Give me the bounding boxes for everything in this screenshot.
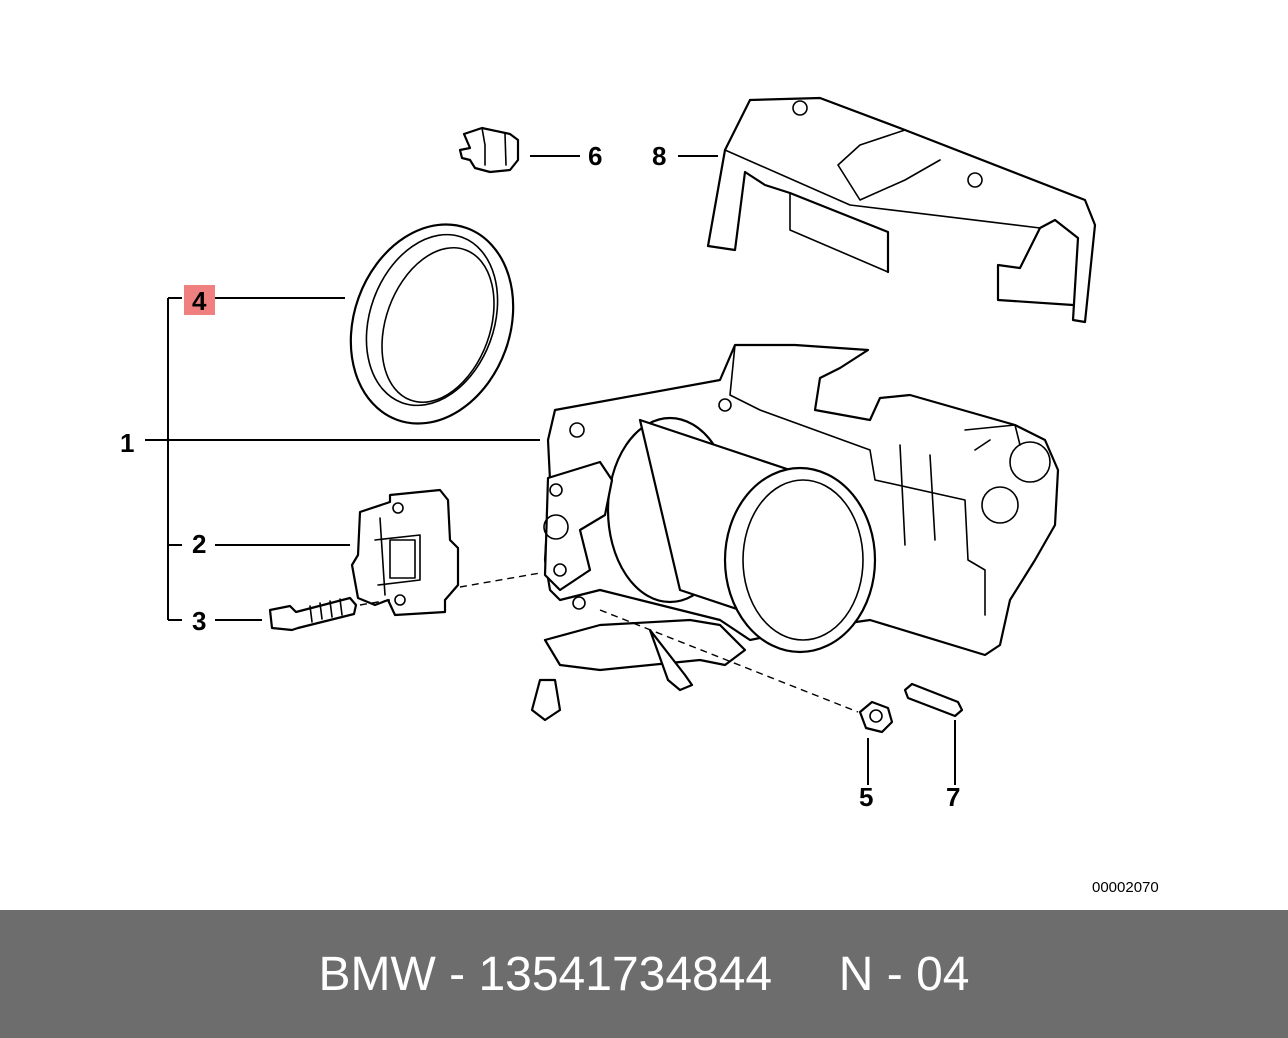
callout-1: 1 [120, 428, 134, 458]
footer-bar: BMW - 13541734844 N - 04 [0, 910, 1288, 1038]
parts-diagram: 1 2 3 4 5 6 7 8 00002070 [120, 96, 1159, 896]
parts-diagram-svg: 1 2 3 4 5 6 7 8 00002070 [120, 96, 1159, 896]
bracket-line [167, 297, 182, 621]
part-1-throttle-housing [530, 343, 1060, 722]
callout-5: 5 [859, 782, 873, 812]
part-8-cover [706, 96, 1097, 324]
part-3-bolt [268, 596, 358, 632]
callout-3: 3 [192, 606, 206, 636]
drawing-code: 00002070 [1092, 879, 1159, 896]
part-6-clip [458, 126, 520, 174]
callout-7: 7 [946, 782, 960, 812]
part-5-nut [858, 700, 894, 734]
part-7-pin [903, 682, 964, 718]
callout-6: 6 [588, 141, 602, 171]
callout-4: 4 [192, 286, 207, 316]
callout-4-highlight [184, 285, 215, 315]
part-number-caption: BMW - 13541734844 N - 04 [318, 947, 970, 1001]
callout-2: 2 [192, 529, 206, 559]
part-2-sensor [350, 488, 460, 617]
part-4-ring [349, 223, 515, 425]
callout-8: 8 [652, 141, 666, 171]
